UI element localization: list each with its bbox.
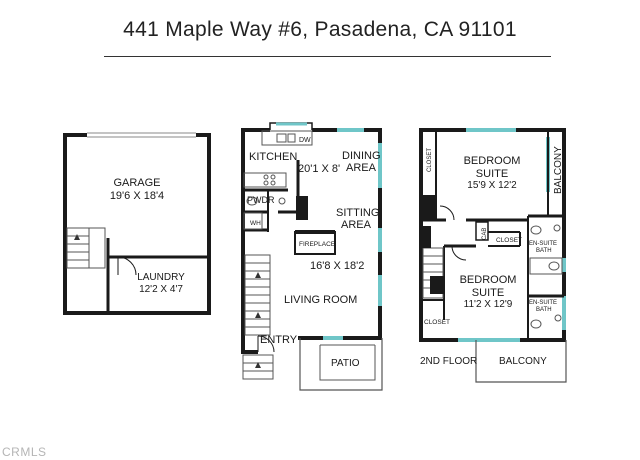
closet-mid-label: CLOSET bbox=[496, 237, 522, 244]
laundry-label: LAUNDRY bbox=[137, 272, 185, 283]
cabinet-label: CAB bbox=[482, 228, 488, 240]
kitchen-dims: 20'1 X 8' bbox=[298, 163, 340, 175]
ensuite2-label-2: BATH bbox=[536, 307, 552, 313]
fireplace-label: FIREPLACE bbox=[299, 241, 336, 248]
water-heater-label: WH bbox=[250, 220, 261, 227]
bedroom1-dims: 15'9 X 12'2 bbox=[467, 180, 517, 191]
mls-watermark: CRMLS bbox=[2, 445, 47, 459]
entry-label: ENTRY bbox=[260, 334, 298, 346]
ensuite1-label-2: BATH bbox=[536, 248, 552, 254]
ensuite2-label-1: EN-SUITE bbox=[529, 300, 557, 306]
living-room-dims: 16'8 X 18'2 bbox=[310, 260, 364, 272]
second-floor-label: 2ND FLOOR bbox=[420, 356, 477, 367]
closet-upper-label: CLOSET bbox=[427, 148, 433, 172]
laundry-dims: 12'2 X 4'7 bbox=[139, 284, 183, 295]
ensuite1-label-1: EN-SUITE bbox=[529, 241, 557, 247]
dishwasher-label: DW bbox=[299, 137, 311, 144]
title-divider bbox=[104, 56, 551, 57]
bedroom2-label-2: SUITE bbox=[472, 287, 504, 299]
first-floor-block bbox=[241, 122, 383, 391]
bedroom1-label-2: SUITE bbox=[476, 168, 508, 180]
bedroom1-label-1: BEDROOM bbox=[464, 155, 521, 167]
patio-label: PATIO bbox=[331, 358, 360, 369]
sitting-label-2: AREA bbox=[341, 219, 372, 231]
bedroom2-dims: 11'2 X 12'9 bbox=[464, 299, 513, 310]
dining-label-1: DINING bbox=[342, 150, 381, 162]
garage-label: GARAGE bbox=[113, 177, 160, 189]
property-address: 441 Maple Way #6, Pasadena, CA 91101 bbox=[123, 18, 517, 41]
kitchen-label: KITCHEN bbox=[249, 151, 297, 163]
balcony-bottom-label: BALCONY bbox=[499, 356, 547, 367]
dining-label-2: AREA bbox=[346, 162, 377, 174]
bedroom2-label-1: BEDROOM bbox=[460, 274, 517, 286]
living-room-label: LIVING ROOM bbox=[284, 294, 357, 306]
garage-block bbox=[63, 132, 211, 315]
balcony-top-label: BALCONY bbox=[553, 146, 564, 194]
closet-bottom-label: CLOSET bbox=[424, 319, 450, 326]
powder-room-label: PWDR bbox=[247, 195, 275, 205]
sitting-label-1: SITTING bbox=[336, 207, 379, 219]
second-floor-block bbox=[419, 128, 567, 383]
garage-dims: 19'6 X 18'4 bbox=[110, 190, 164, 202]
